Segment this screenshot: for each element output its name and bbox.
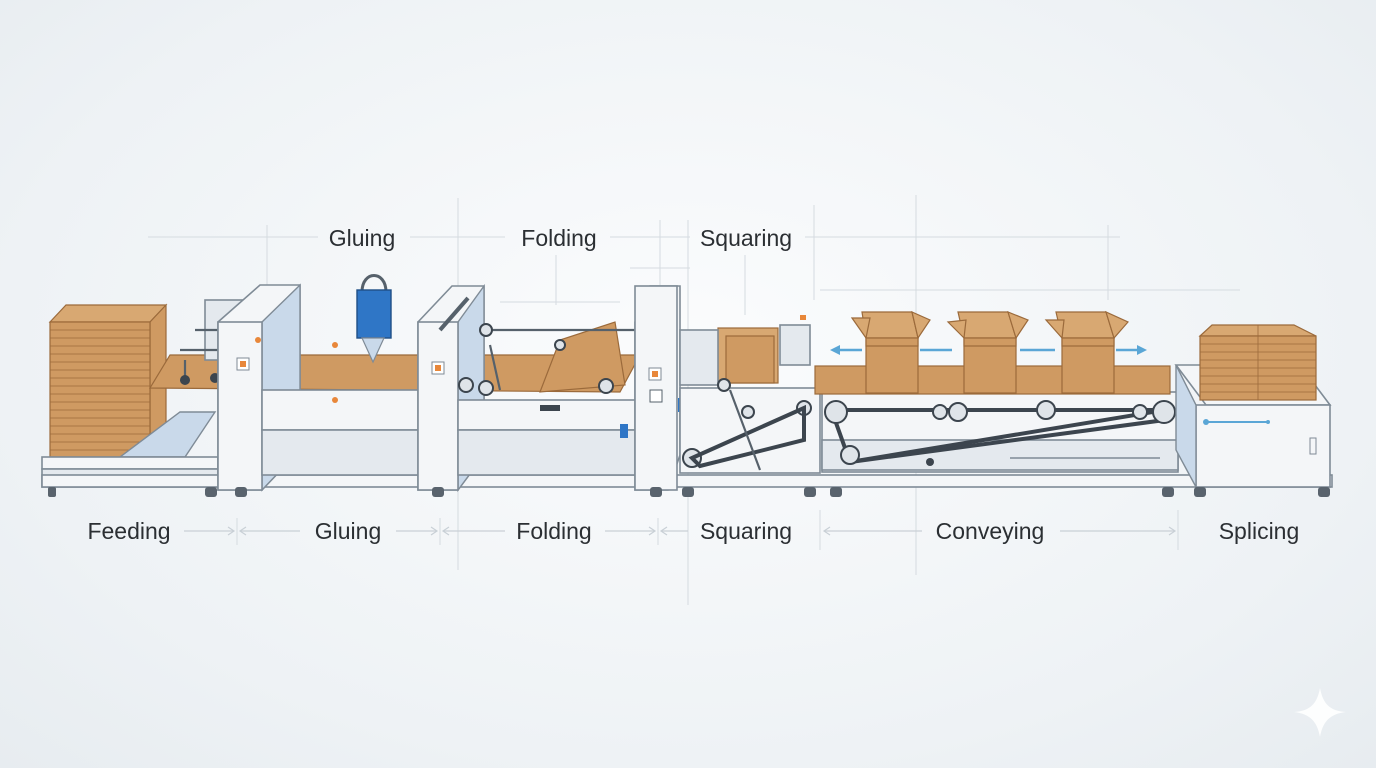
splicing-machine: [1174, 324, 1332, 488]
conveyor-boxes: [850, 310, 1129, 394]
folding-machine: [417, 283, 640, 493]
top-label-folding: Folding: [521, 225, 596, 251]
bottom-stage-arrows: [184, 510, 1179, 550]
top-label-gluing: Gluing: [329, 225, 395, 251]
feeding-stack: [41, 303, 219, 488]
gluing-machine: [180, 274, 423, 492]
machine-feet: [48, 487, 1330, 497]
stage-label-conveying: Conveying: [936, 518, 1045, 544]
squaring-machine: [634, 285, 821, 491]
stage-label-squaring: Squaring: [700, 518, 792, 544]
stage-label-feeding: Feeding: [87, 518, 170, 544]
flow-arrows: [830, 345, 1147, 355]
box-1: [850, 310, 931, 394]
box-3: [1044, 310, 1129, 394]
stage-label-folding: Folding: [516, 518, 591, 544]
glue-head-icon: [356, 289, 392, 339]
box-2: [946, 310, 1029, 394]
folded-flap: [539, 321, 626, 393]
stage-label-splicing: Splicing: [1219, 518, 1300, 544]
sparkle-icon: [1294, 688, 1346, 737]
stage-label-gluing: Gluing: [315, 518, 381, 544]
top-label-squaring: Squaring: [700, 225, 792, 251]
